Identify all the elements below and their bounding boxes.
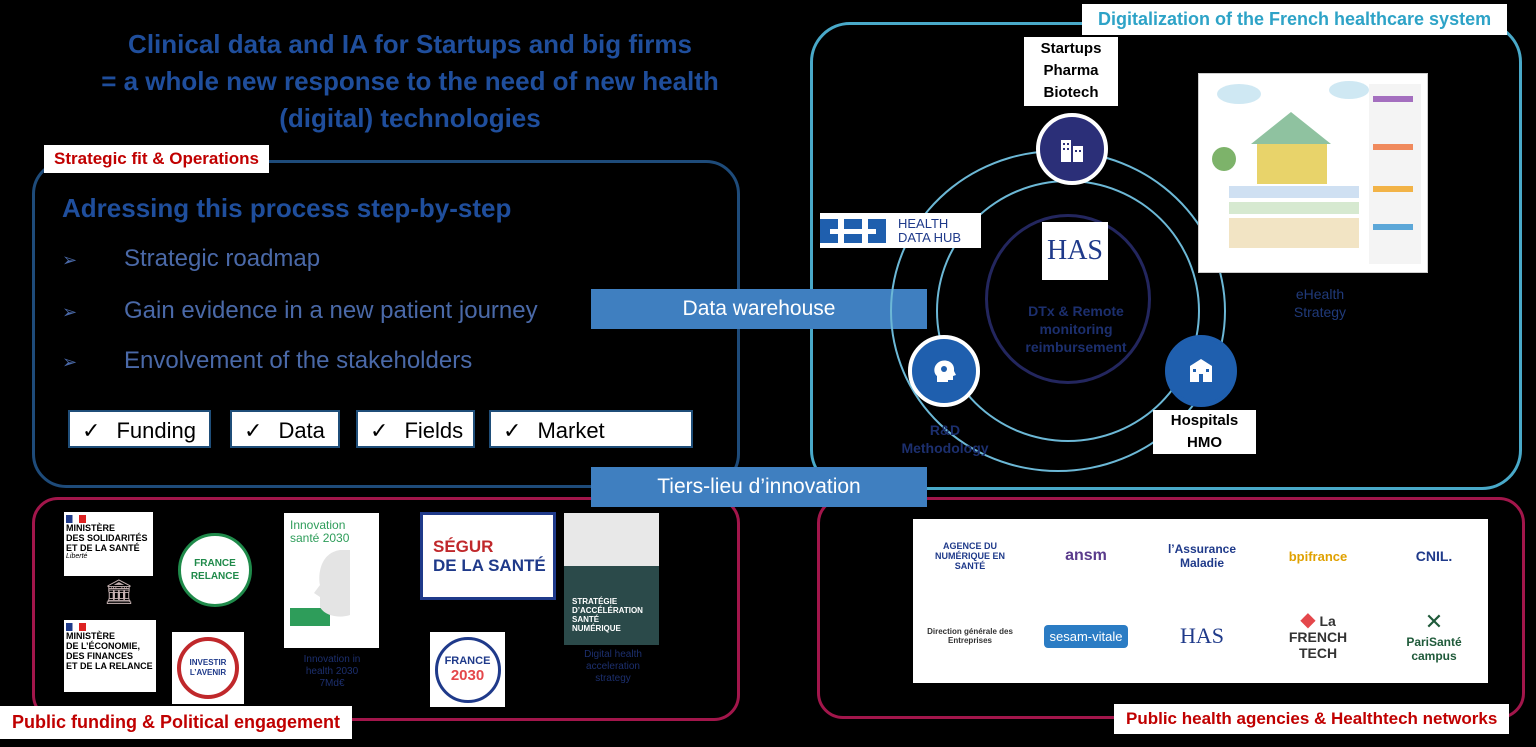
checkmark-icon: ✓	[370, 418, 389, 443]
has-logo: HAS	[1042, 222, 1108, 280]
innovation-sante-2030-cover: Innovation santé 2030	[284, 513, 379, 648]
parisante-campus-logo: ✕PariSanté campus	[1384, 598, 1484, 674]
temple-icon: 🏛	[103, 579, 135, 606]
check-market-access: ✓Market access	[489, 410, 693, 481]
france-2030-logo: FRANCE 2030	[430, 632, 505, 707]
rooster-icon: ◆	[1300, 608, 1316, 631]
bullet-gain-evidence: ➢Gain evidence in a new patient journey	[62, 297, 538, 324]
digital-acceleration-strategy-cover: STRATÉGIE D’ACCÉLÉRATION SANTÉ NUMÉRIQUE	[564, 513, 659, 645]
data-warehouse-band: Data warehouse	[591, 289, 927, 329]
main-title: Clinical data and IA for Startups and bi…	[101, 29, 719, 133]
health-data-hub-icon	[820, 218, 886, 243]
ministere-sante-logo: MINISTÈRE DES SOLIDARITÉS ET DE LA SANTÉ…	[64, 512, 153, 576]
check-fields: ✓Fields	[356, 410, 475, 448]
public-funding-tag: Public funding & Political engagement	[0, 706, 353, 739]
digitalization-tag: Digitalization of the French healthcare …	[1082, 4, 1508, 35]
checkmark-icon: ✓	[244, 418, 263, 443]
flag-icon	[66, 623, 86, 631]
ministere-dge-logo: Direction générale des Entreprises	[920, 598, 1020, 674]
rd-caption: R&D Methodology	[901, 422, 989, 456]
arrow-icon: ➢	[62, 302, 78, 322]
checkmark-icon: ✓	[82, 418, 101, 443]
health-data-hub-logo: HEALTH DATA HUB	[820, 213, 981, 248]
strategic-tag: Strategic fit & Operations	[44, 145, 269, 173]
cnil-logo: CNIL.	[1384, 528, 1484, 584]
ministere-economie-logo: MINISTÈRE DE L’ÉCONOMIE, DES FINANCES ET…	[64, 620, 156, 692]
flag-icon	[66, 515, 86, 523]
ehealth-caption: eHealth Strategy	[1293, 286, 1347, 320]
process-heading: Adressing this process step-by-step	[62, 193, 512, 223]
assurance-maladie-logo: l’Assurance Maladie	[1152, 528, 1252, 584]
segur-sante-logo: SÉGUR DE LA SANTÉ	[420, 512, 556, 600]
sesam-vitale-logo: sesam-vitale	[1036, 598, 1136, 674]
arrow-icon: ➢	[62, 250, 78, 270]
ansm-logo: ansm	[1036, 528, 1136, 584]
face-profile-icon	[314, 550, 350, 617]
startups-label: Startups Pharma Biotech	[1024, 37, 1118, 106]
bpifrance-logo: bpifrance	[1268, 528, 1368, 584]
has-agency-logo: HAS	[1152, 598, 1252, 674]
brain-head-icon	[908, 335, 980, 407]
inner-ring	[985, 214, 1151, 384]
investir-avenir-logo: INVESTIR L’AVENIR	[172, 632, 244, 704]
bullet-stakeholders: ➢Envolvement of the stakeholders	[62, 347, 473, 374]
ehealth-strategy-image	[1198, 73, 1428, 273]
ans-logo: AGENCE DU NUMÉRIQUE EN SANTÉ	[920, 528, 1020, 584]
innovation-caption: Innovation in health 2030 7Md€	[303, 654, 361, 689]
digital-strategy-caption: Digital health acceleration strategy	[584, 649, 642, 684]
tiers-lieu-band: Tiers-lieu d’innovation	[591, 467, 927, 507]
arrow-icon: ➢	[62, 352, 78, 372]
checkmark-icon: ✓	[503, 418, 522, 443]
agencies-tag: Public health agencies & Healthtech netw…	[1114, 704, 1510, 734]
france-relance-logo: FRANCE RELANCE	[178, 533, 252, 607]
check-funding: ✓Funding	[68, 410, 211, 448]
public-funding-panel	[32, 497, 740, 721]
french-tech-logo: ◆ La FRENCH TECH	[1268, 598, 1368, 674]
bullet-strategic-roadmap: ➢Strategic roadmap	[62, 245, 321, 272]
hospital-icon	[1165, 335, 1237, 407]
building-icon	[1036, 113, 1108, 185]
dtx-caption: DTx & Remote monitoring reimbursement	[1025, 303, 1127, 355]
cross-icon: ✕	[1424, 609, 1444, 634]
check-data: ✓Data	[230, 410, 340, 448]
hospitals-label: Hospitals HMO	[1153, 410, 1256, 454]
